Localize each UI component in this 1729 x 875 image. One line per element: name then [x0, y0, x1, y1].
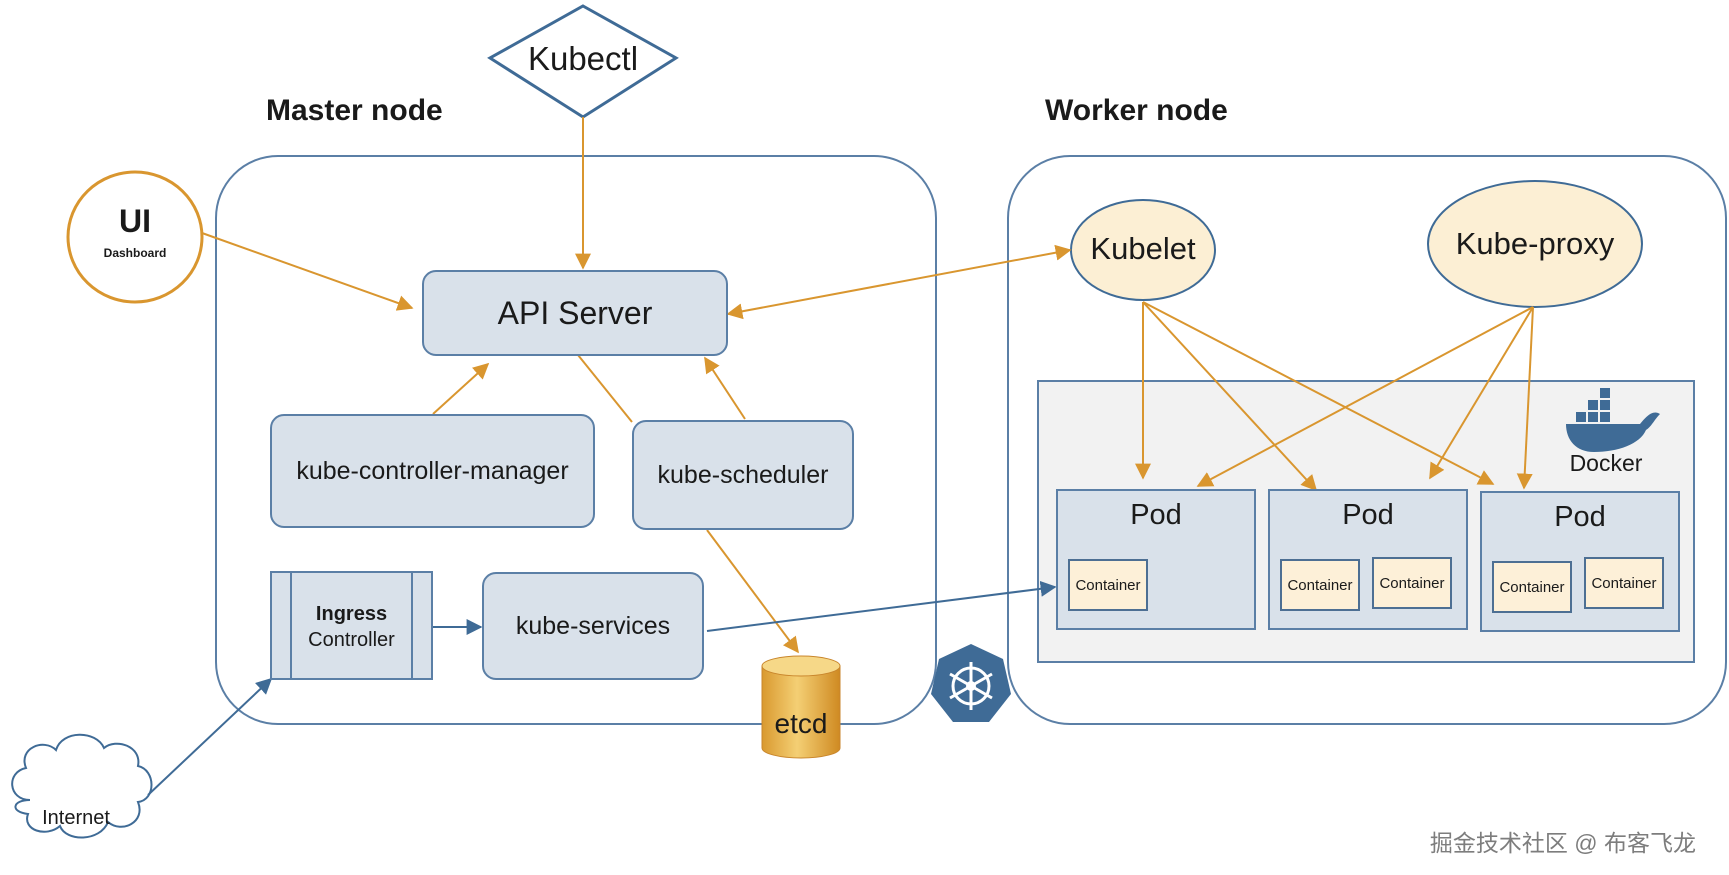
docker-label: Docker	[1569, 450, 1643, 476]
kube-services-box: kube-services	[482, 572, 704, 680]
api-server-box: API Server	[422, 270, 728, 356]
scheduler-box: kube-scheduler	[632, 420, 854, 530]
arrow-scheduler-to-etcd	[706, 529, 799, 654]
pod-1-container-1: Container	[1068, 559, 1148, 611]
controller-manager-box: kube-controller-manager	[270, 414, 595, 528]
arrow-ui-to-api	[201, 232, 414, 311]
internet-cloud	[11, 733, 153, 839]
controller-manager-label: kube-controller-manager	[296, 456, 569, 485]
etcd-cylinder	[761, 655, 841, 759]
arrow-api-kubelet	[726, 244, 1072, 320]
etcd-label: etcd	[774, 708, 828, 739]
container-label: Container	[1075, 576, 1141, 594]
arrow-proxy-pod1	[1196, 306, 1534, 487]
container-label: Container	[1591, 574, 1657, 592]
ingress-right-rail	[411, 573, 413, 678]
kubelet-label: Kubelet	[1090, 231, 1196, 266]
dashboard-label: Dashboard	[103, 246, 167, 260]
controller-label: Controller	[308, 629, 395, 651]
pod-3-container-1: Container	[1492, 561, 1572, 613]
pod-2-container-2: Container	[1372, 557, 1452, 609]
arrow-services-to-container	[706, 580, 1057, 632]
watermark: 掘金技术社区 @ 布客飞龙	[1429, 830, 1697, 856]
pod-3-label: Pod	[1554, 501, 1606, 533]
kube-proxy-bubble	[1427, 180, 1643, 308]
worker-node-title: Worker node	[1045, 94, 1228, 127]
line-api-scheduler	[577, 354, 633, 423]
kube-proxy-label: Kube-proxy	[1455, 226, 1615, 261]
pod-2-label: Pod	[1342, 499, 1394, 531]
orange-connectors	[201, 117, 1534, 654]
blue-connectors	[147, 580, 1057, 796]
arrow-internet-to-ingress	[147, 677, 273, 796]
pod-3-container-2: Container	[1584, 557, 1664, 609]
internet-label: Internet	[42, 807, 110, 829]
container-label: Container	[1287, 576, 1353, 594]
arrow-proxy-pod2	[1429, 306, 1534, 480]
docker-whale-icon	[1566, 388, 1660, 452]
arrow-kubelet-pod2	[1142, 301, 1318, 492]
pod-2: Pod Container Container	[1268, 489, 1468, 630]
container-label: Container	[1499, 578, 1565, 596]
scheduler-label: kube-scheduler	[657, 460, 829, 489]
container-label: Container	[1379, 574, 1445, 592]
arrow-scheduler-to-api	[704, 356, 746, 420]
kube-services-label: kube-services	[515, 611, 671, 640]
ingress-controller-box: Ingress Controller	[270, 571, 433, 680]
ui-dashboard-circle	[66, 170, 204, 304]
pod-3: Pod Container Container	[1480, 491, 1680, 632]
arrow-kubelet-pod3	[1142, 301, 1495, 485]
master-node-title: Master node	[266, 94, 443, 127]
arrow-proxy-pod3	[1516, 306, 1534, 490]
ingress-left-rail	[290, 573, 292, 678]
kubectl-label: Kubectl	[527, 40, 639, 77]
worker-node-frame	[1007, 155, 1727, 725]
master-node-frame	[215, 155, 937, 725]
api-server-label: API Server	[497, 294, 653, 331]
arrow-controller-to-api	[432, 362, 490, 415]
ui-label: UI	[119, 203, 151, 239]
ingress-label: Ingress	[315, 603, 388, 625]
pod-1: Pod Container	[1056, 489, 1256, 630]
pod-1-label: Pod	[1130, 499, 1182, 531]
pod-2-container-1: Container	[1280, 559, 1360, 611]
kubernetes-logo	[931, 644, 1011, 722]
